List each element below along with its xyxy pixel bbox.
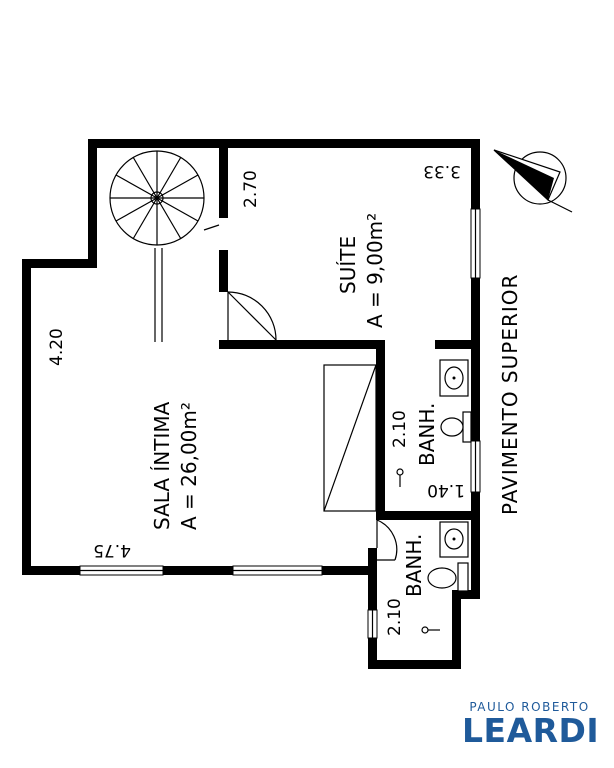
bath1-fixtures bbox=[396, 359, 472, 487]
toilet-icon bbox=[427, 562, 469, 592]
walls bbox=[22, 139, 480, 669]
doors bbox=[227, 291, 398, 561]
shower-icon bbox=[421, 626, 440, 634]
toilet-icon bbox=[440, 411, 472, 443]
room-banh-2: BANH. bbox=[402, 534, 426, 597]
room-suite-area: A = 9,00m² bbox=[363, 213, 387, 328]
stair-opening bbox=[323, 364, 377, 512]
dim-1-40: 1.40 bbox=[427, 480, 465, 500]
bath2-fixtures bbox=[421, 521, 469, 634]
dim-3-33: 3.33 bbox=[423, 161, 461, 181]
room-banh-1: BANH. bbox=[415, 403, 439, 466]
windows bbox=[79, 208, 481, 639]
room-suite-name: SUÍTE bbox=[336, 236, 360, 294]
shower-icon bbox=[396, 468, 404, 487]
dim-2-10-bath1: 2.10 bbox=[390, 410, 410, 448]
room-sala-name: SALA ÍNTIMA bbox=[150, 401, 174, 530]
room-sala-area: A = 26,00m² bbox=[177, 402, 201, 530]
dim-2-10-bath2: 2.10 bbox=[385, 598, 405, 636]
dim-4-20: 4.20 bbox=[47, 328, 67, 366]
brand-logo-top: PAULO ROBERTO bbox=[469, 700, 590, 714]
brand-logo: PAULO ROBERTO LEARDI bbox=[462, 700, 600, 750]
north-arrow-icon bbox=[493, 149, 573, 213]
dim-4-75: 4.75 bbox=[93, 540, 131, 560]
dim-2-70: 2.70 bbox=[241, 170, 261, 208]
plan-title: PAVIMENTO SUPERIOR bbox=[498, 274, 522, 515]
spiral-stair-icon bbox=[109, 150, 220, 342]
brand-logo-main: LEARDI bbox=[462, 711, 600, 750]
